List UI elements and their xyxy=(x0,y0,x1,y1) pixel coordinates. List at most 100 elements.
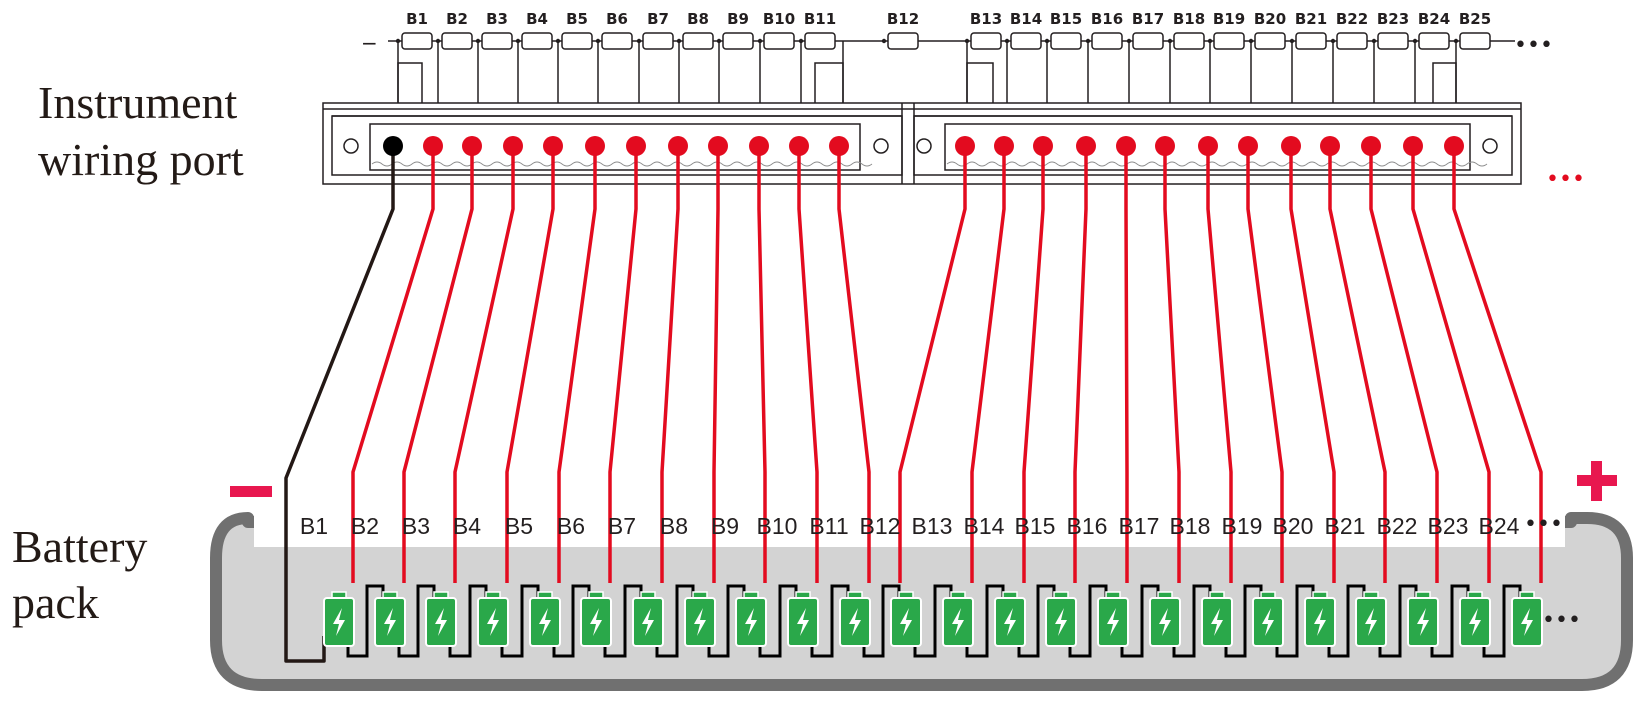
pin-sense xyxy=(503,136,523,156)
series-link xyxy=(1068,584,1108,658)
resistor-label: B21 xyxy=(1295,10,1327,28)
series-link xyxy=(1327,584,1366,658)
resistor xyxy=(561,32,593,50)
bolt-icon xyxy=(642,608,654,636)
wire-sense xyxy=(970,146,1006,583)
series-link xyxy=(1378,584,1418,658)
pin-sense xyxy=(423,136,443,156)
bolt-icon xyxy=(1469,608,1481,636)
resistor xyxy=(887,32,919,50)
cell-label: B13 xyxy=(912,513,953,539)
pin-wave xyxy=(371,161,873,167)
cell-label: B5 xyxy=(505,513,533,539)
resistor-label: B4 xyxy=(526,10,548,28)
bolt-icon xyxy=(1107,608,1119,636)
pin-wave-line xyxy=(371,161,1488,167)
resistor-label: B3 xyxy=(486,10,508,28)
resistor xyxy=(970,32,1002,50)
cell-label: B4 xyxy=(453,513,481,539)
resistor-label: B19 xyxy=(1213,10,1245,28)
resistor xyxy=(1213,32,1245,50)
bolt-icon xyxy=(539,608,551,636)
wire-sense xyxy=(797,146,819,583)
wire-sense xyxy=(1369,146,1439,583)
cell-label: B18 xyxy=(1170,513,1211,539)
resistor xyxy=(1132,32,1164,50)
resistor-label: B7 xyxy=(647,10,669,28)
pin-sense xyxy=(1281,136,1301,156)
sense-wires xyxy=(284,146,1543,663)
pin-sense xyxy=(708,136,728,156)
cell-label: B15 xyxy=(1015,513,1056,539)
wire-sense xyxy=(557,146,597,583)
cell-label: B23 xyxy=(1428,513,1469,539)
series-link xyxy=(862,584,901,658)
resistor-label: B17 xyxy=(1132,10,1164,28)
bolt-icon xyxy=(384,608,396,636)
bolt-icon xyxy=(797,608,809,636)
bolt-icon xyxy=(745,608,757,636)
cell-label: B22 xyxy=(1377,513,1418,539)
pin-sense xyxy=(1116,136,1136,156)
series-link xyxy=(552,584,591,658)
wire-sense xyxy=(757,146,767,583)
pin-sense xyxy=(1198,136,1218,156)
wire-sense xyxy=(837,146,871,583)
pin-sense xyxy=(829,136,849,156)
resistor xyxy=(1459,32,1491,50)
pin-sense xyxy=(1155,136,1175,156)
series-link xyxy=(707,584,746,658)
resistor-label: B8 xyxy=(687,10,709,28)
chain-jumper xyxy=(814,62,844,103)
series-link xyxy=(1017,584,1056,658)
resistor-label: B24 xyxy=(1418,10,1450,28)
cell-label: B2 xyxy=(351,513,379,539)
wire-sense xyxy=(898,146,967,583)
cell-label: B1 xyxy=(300,513,328,539)
cell-label: B19 xyxy=(1222,513,1263,539)
bolt-icon xyxy=(952,608,964,636)
resistor xyxy=(1173,32,1205,50)
wire-sense xyxy=(1289,146,1336,583)
chain-jumper xyxy=(397,62,423,103)
pin-sense xyxy=(1238,136,1258,156)
mounting-hole-middle-left xyxy=(873,138,889,154)
port-pins xyxy=(383,136,1464,156)
wire-sense xyxy=(453,146,515,583)
series-link xyxy=(1224,584,1263,658)
cell-label: B20 xyxy=(1273,513,1314,539)
resistor xyxy=(1336,32,1368,50)
series-link xyxy=(1430,584,1470,658)
series-link xyxy=(603,584,643,658)
series-link xyxy=(500,584,540,658)
instrument-wiring-port xyxy=(322,102,1522,185)
pin-sense xyxy=(1361,136,1381,156)
resistor-chain xyxy=(388,32,1515,103)
resistor-label: B9 xyxy=(727,10,749,28)
wire-sense xyxy=(1163,146,1181,583)
resistor xyxy=(441,32,473,50)
resistor xyxy=(1418,32,1450,50)
resistor-label: B2 xyxy=(446,10,468,28)
resistor xyxy=(1254,32,1286,50)
cell-label: B6 xyxy=(557,513,585,539)
bolt-icon xyxy=(1004,608,1016,636)
bolt-icon xyxy=(1055,608,1067,636)
resistor-label: B18 xyxy=(1173,10,1205,28)
cell-label: B3 xyxy=(402,513,430,539)
resistor xyxy=(401,32,433,50)
wire-sense xyxy=(351,146,435,583)
cell-label: B17 xyxy=(1119,513,1160,539)
pin-sense xyxy=(1403,136,1423,156)
pin-sense xyxy=(955,136,975,156)
bolt-icon xyxy=(1159,608,1171,636)
cell-label: B12 xyxy=(860,513,901,539)
resistor-label: B16 xyxy=(1091,10,1123,28)
cell-label: B8 xyxy=(660,513,688,539)
series-link xyxy=(913,584,953,658)
battery-pack-opening xyxy=(254,505,1565,547)
pin-sense xyxy=(789,136,809,156)
series-link xyxy=(655,584,695,658)
